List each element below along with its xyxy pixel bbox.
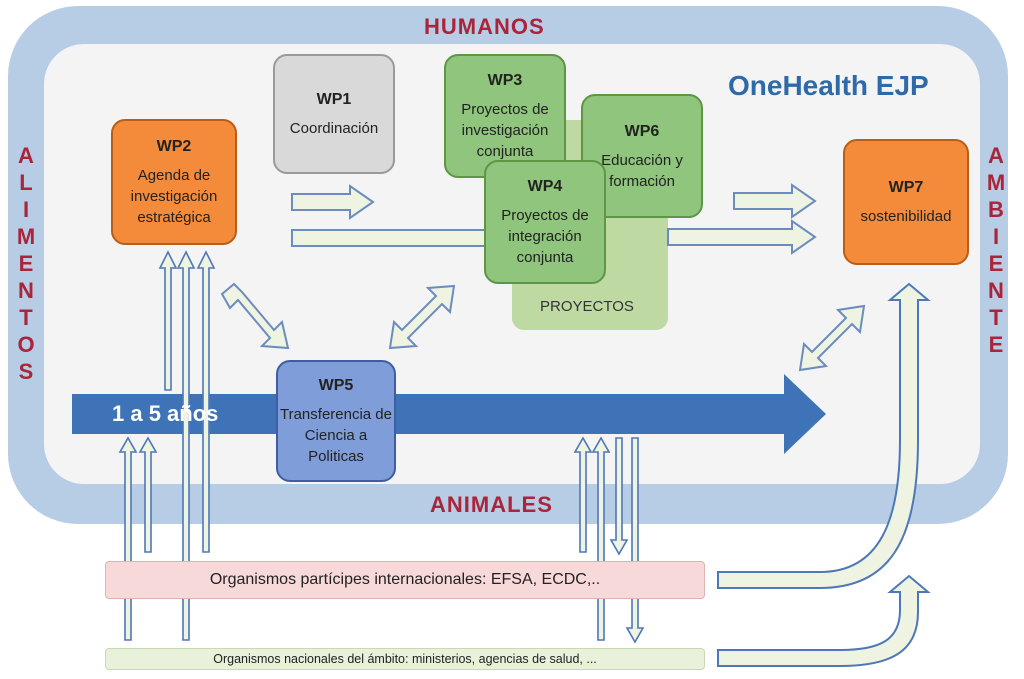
wp3-title: WP3 [487,72,523,89]
alimentos-letter: T [19,305,33,330]
wp7-title: WP7 [888,179,924,196]
wp2-text: Agenda de investigación estratégica [130,167,218,226]
alimentos-letter: A [18,143,34,168]
curve-national-wp7 [717,574,931,667]
ambiente-letter: A [988,143,1004,168]
national-organizations-strip: Organismos nacionales del ámbito: minist… [105,648,705,670]
arrow-projects-wp7-b [667,219,817,255]
projects-label: PROYECTOS [540,298,634,315]
arrow-up-left-1 [118,436,138,641]
arrow-down-mid-1 [609,437,629,556]
curve-international-wp7 [717,282,931,589]
arrow-projects-wp5 [388,284,456,350]
wp5-title: WP5 [318,377,354,394]
arrow-up-wp2-3 [196,250,216,553]
arrow-projects-wp7-a [733,183,817,219]
wp4-box: WP4 Proyectos de integración conjunta [484,160,606,284]
alimentos-letter: N [18,278,34,303]
alimentos-letter: S [18,359,34,384]
arrow-up-mid-2 [591,436,611,641]
arrow-wp1-projects [291,184,375,220]
wp3-box: WP3 Proyectos de investigación conjunta [444,54,566,178]
label-humanos: HUMANOS [424,14,545,39]
arrow-up-wp2-1 [158,250,178,391]
alimentos-letter: E [18,251,34,276]
alimentos-letter: M [16,224,36,249]
arrow-down-mid-2 [625,437,645,644]
wp1-text: Coordinación [289,120,379,137]
arrow-wp5-wp7 [798,304,866,372]
arrow-wp2-wp5 [220,282,290,350]
wp3-text: Proyectos de investigación conjunta [461,101,549,160]
alimentos-letter: I [22,197,30,222]
wp1-title: WP1 [316,91,352,108]
wp7-text: sostenibilidad [860,208,952,225]
ambiente-letter: B [988,197,1004,222]
international-organizations-strip: Organismos partícipes internacionales: E… [105,561,705,599]
arrow-wp2-projects [291,229,491,247]
alimentos-letter: O [17,332,35,357]
ambiente-letter: E [988,332,1004,357]
label-animales: ANIMALES [430,492,553,517]
arrow-up-mid-1 [573,436,593,553]
ambiente-letter: I [992,224,1000,249]
wp5-box: WP5 Transferencia de Ciencia a Politicas [276,360,396,482]
ambiente-letter: N [988,278,1004,303]
brand-title: OneHealth EJP [728,70,929,101]
wp1-box: WP1 Coordinación [273,54,395,174]
alimentos-letter: L [19,170,33,195]
wp2-title: WP2 [156,138,192,155]
wp6-title: WP6 [624,122,660,140]
ambiente-letter: M [986,170,1006,195]
wp7-box: WP7 sostenibilidad [843,139,969,265]
timeline-arrow [72,374,826,454]
arrow-up-left-2 [138,436,158,553]
wp6-text: Educación y formación [601,151,683,190]
wp2-box: WP2 Agenda de investigación estratégica [111,119,237,245]
ambiente-letter: E [988,251,1004,276]
ambiente-letter: T [989,305,1003,330]
wp5-text: Transferencia de Ciencia a Politicas [279,406,392,465]
wp4-text: Proyectos de integración conjunta [501,207,589,266]
timeline-label: 1 a 5 años [112,401,219,426]
wp4-title: WP4 [527,178,563,195]
